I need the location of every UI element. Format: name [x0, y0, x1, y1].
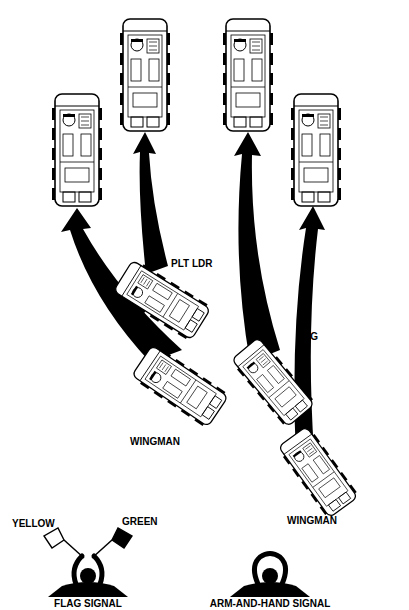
- position-label: PLT LDR: [171, 258, 212, 270]
- green-flag: [112, 528, 132, 548]
- vehicles: [52, 19, 359, 519]
- movement-arrow: [234, 132, 280, 362]
- flag-signal-figure: [44, 528, 132, 597]
- vehicle: [230, 336, 316, 428]
- vehicle: [223, 19, 273, 131]
- vehicle: [277, 425, 360, 519]
- signal-caption: ARM-AND-HAND SIGNAL: [210, 598, 331, 610]
- flag-color-label: GREEN: [122, 516, 158, 528]
- position-label: PSG: [297, 331, 318, 343]
- movement-arrows: [61, 132, 325, 457]
- flag-color-label: YELLOW: [12, 518, 55, 530]
- vehicle: [112, 258, 212, 341]
- arm-and-hand-signal-figure: [230, 554, 310, 598]
- vehicle: [52, 94, 102, 206]
- position-label: WINGMAN: [287, 515, 337, 527]
- signal-caption: FLAG SIGNAL: [54, 598, 122, 610]
- vehicle: [130, 343, 229, 428]
- yellow-flag: [44, 528, 64, 548]
- position-label: WINGMAN: [130, 436, 180, 448]
- movement-arrow: [133, 132, 168, 274]
- vehicle: [120, 19, 170, 131]
- vehicle: [291, 94, 341, 206]
- movement-arrow: [294, 206, 325, 457]
